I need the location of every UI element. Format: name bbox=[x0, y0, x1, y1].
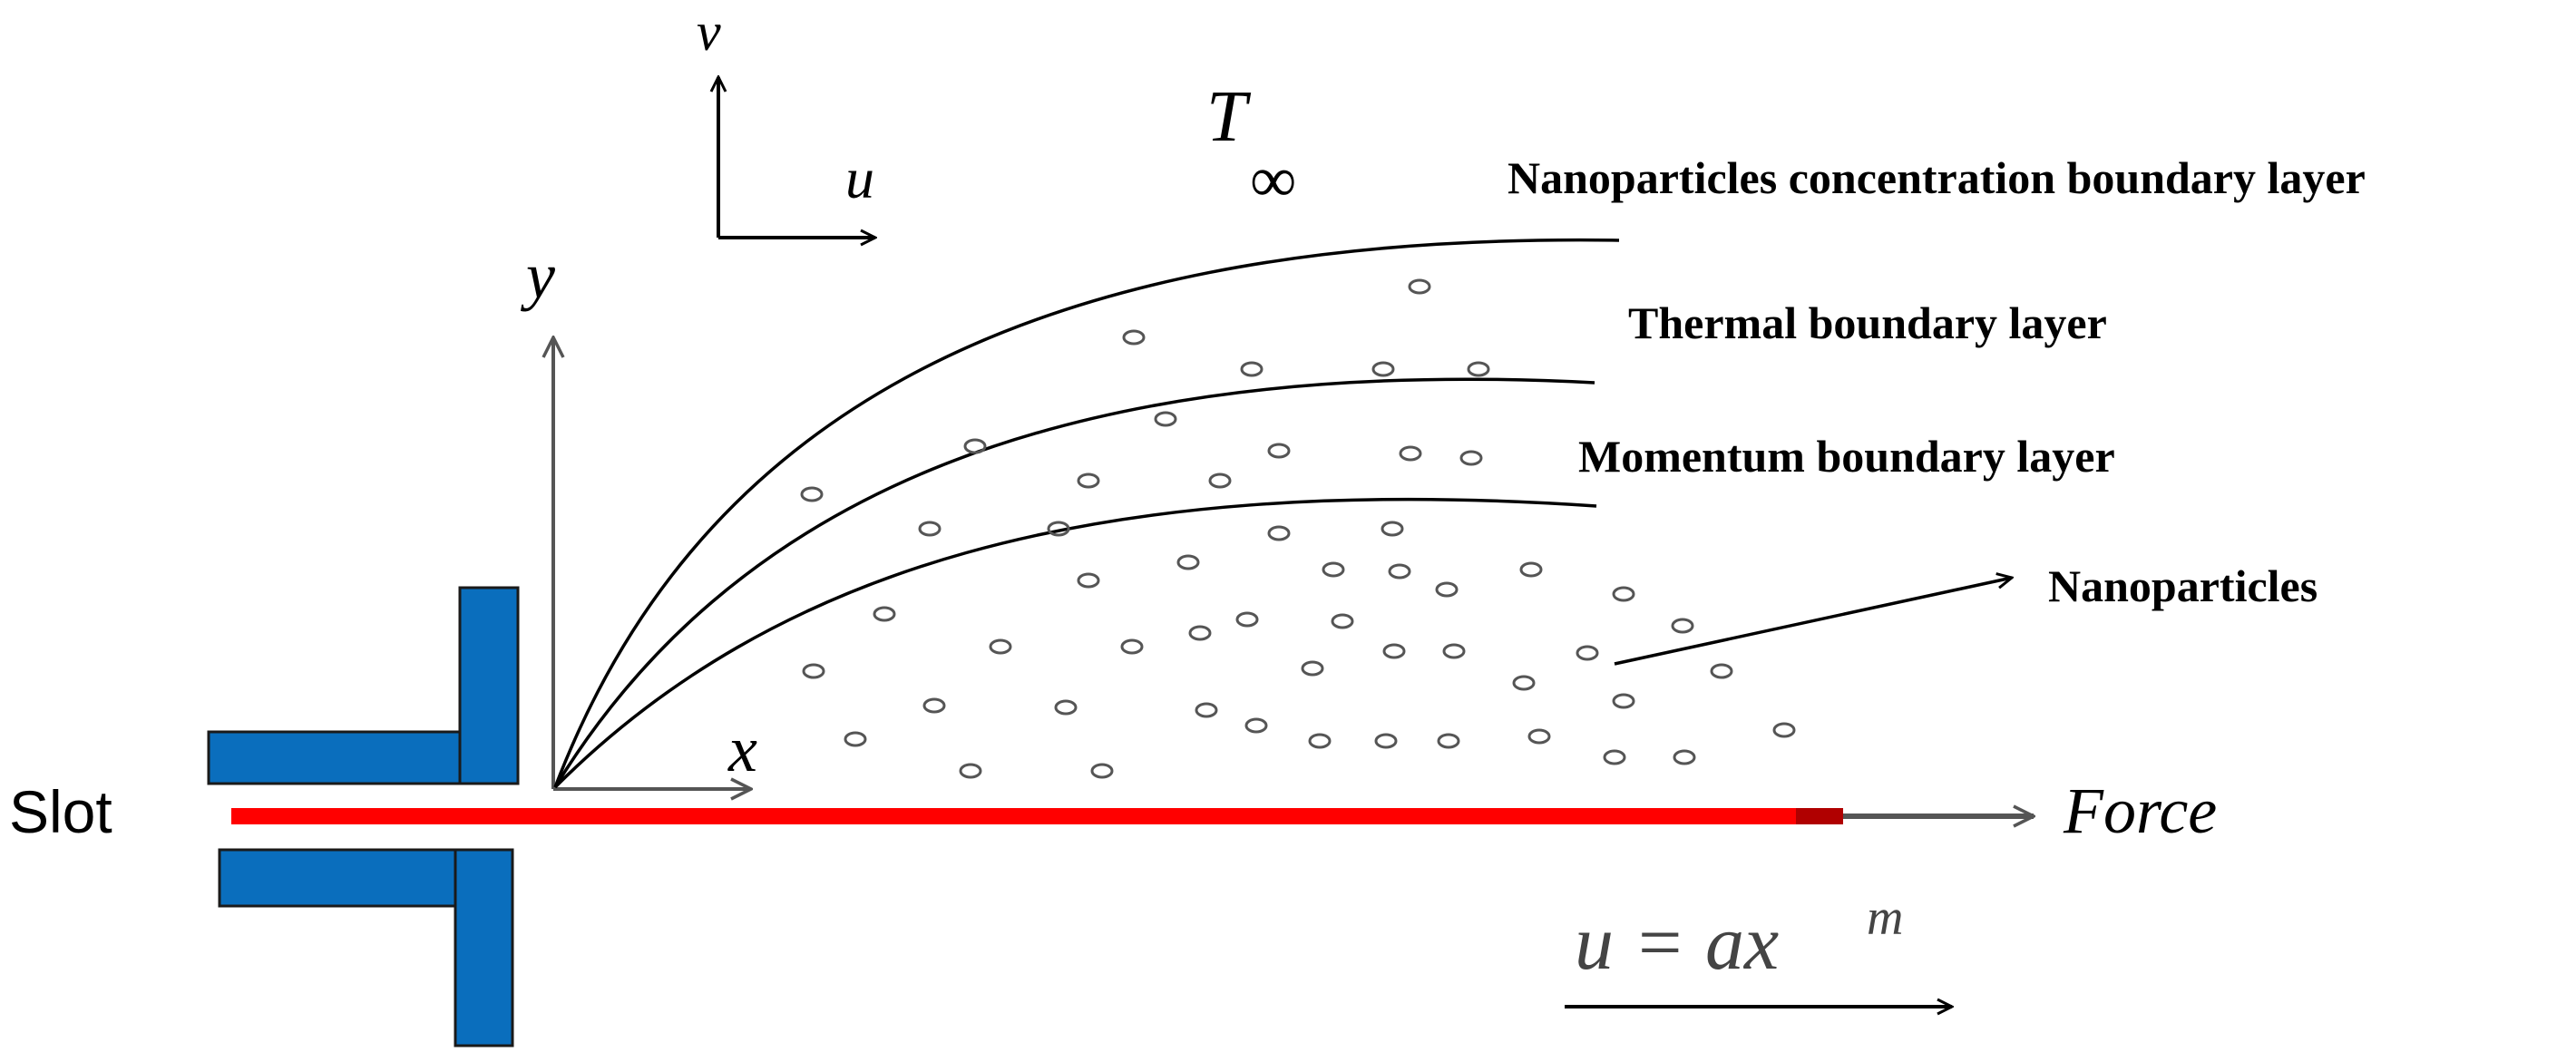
t-infinity-label: T bbox=[1206, 77, 1252, 157]
nanoparticle bbox=[1612, 586, 1635, 602]
nanoparticle bbox=[1671, 618, 1694, 634]
nanoparticles-label: Nanoparticles bbox=[2048, 560, 2317, 611]
nanoparticle bbox=[1459, 450, 1483, 466]
nanoparticle bbox=[1077, 572, 1100, 589]
nanoparticle bbox=[1188, 625, 1212, 641]
slot-upper-horizontal-block bbox=[207, 730, 462, 785]
velocity-equation-base: u = ax bbox=[1575, 899, 1779, 986]
nanoparticle bbox=[800, 486, 824, 502]
slot-lower-vertical-block bbox=[454, 848, 514, 1047]
nanoparticle bbox=[1612, 693, 1635, 709]
nanoparticle bbox=[1467, 361, 1490, 377]
axis-v-label: v bbox=[697, 2, 721, 62]
nanoparticle bbox=[922, 697, 946, 714]
slot-upper-vertical-block bbox=[458, 586, 520, 785]
uv-reference-axes bbox=[718, 77, 875, 238]
nanoparticle bbox=[1435, 581, 1459, 598]
nanoparticle bbox=[1519, 561, 1543, 578]
nanoparticle bbox=[1208, 473, 1232, 489]
slot-blocks bbox=[207, 586, 520, 1047]
nanoparticle bbox=[1603, 749, 1626, 765]
nanoparticles-pointer-arrow bbox=[1614, 578, 2012, 666]
nanoparticle bbox=[1381, 521, 1404, 537]
nanoparticles-group bbox=[800, 278, 1796, 779]
axis-u-label: u bbox=[845, 146, 874, 210]
nanoparticle bbox=[1244, 717, 1268, 734]
nanoparticle bbox=[1301, 660, 1324, 677]
sheet-end-dark bbox=[1796, 808, 1843, 824]
nanoparticle bbox=[1576, 645, 1599, 661]
nanoparticle bbox=[1240, 361, 1264, 377]
momentum-boundary-curve bbox=[553, 497, 1597, 789]
nanoparticle bbox=[1527, 728, 1551, 745]
concentration-layer-label: Nanoparticles concentration boundary lay… bbox=[1508, 152, 2366, 203]
nanoparticle bbox=[1437, 733, 1460, 749]
nanoparticle bbox=[1371, 361, 1395, 377]
nanoparticle bbox=[844, 731, 867, 747]
nanoparticle bbox=[1090, 763, 1114, 779]
stretching-sheet bbox=[231, 808, 1796, 824]
nanoparticle bbox=[1054, 699, 1078, 716]
momentum-layer-label: Momentum boundary layer bbox=[1578, 431, 2115, 482]
nanoparticle bbox=[1382, 643, 1406, 659]
nanoparticle bbox=[1267, 525, 1291, 541]
nanoparticle bbox=[1322, 561, 1345, 578]
thermal-layer-label: Thermal boundary layer bbox=[1628, 297, 2107, 348]
nanoparticle bbox=[989, 638, 1012, 655]
force-label: Force bbox=[2063, 775, 2217, 847]
nanoparticle bbox=[1442, 643, 1466, 659]
nanoparticle bbox=[1399, 445, 1422, 462]
nanoparticle bbox=[1235, 611, 1259, 628]
nanoparticle bbox=[1047, 521, 1070, 537]
nanoparticle bbox=[802, 663, 825, 679]
concentration-boundary-curve bbox=[553, 238, 1620, 788]
xy-axes bbox=[553, 337, 751, 789]
nanoparticle bbox=[1408, 278, 1431, 295]
nanoparticle bbox=[1388, 563, 1411, 580]
nanoparticle bbox=[1120, 638, 1144, 655]
nanoparticle bbox=[1267, 443, 1291, 459]
slot-label: Slot bbox=[9, 778, 112, 845]
nanoparticle bbox=[1176, 554, 1200, 570]
nanoparticle bbox=[1374, 733, 1398, 749]
nanoparticle bbox=[1772, 722, 1796, 738]
thermal-boundary-curve bbox=[553, 377, 1595, 788]
nanoparticle bbox=[1331, 613, 1354, 629]
nanoparticle bbox=[959, 763, 982, 779]
velocity-equation: u = ax bbox=[1575, 899, 1779, 986]
velocity-equation-exponent: m bbox=[1867, 890, 1903, 946]
nanoparticle bbox=[1195, 702, 1218, 718]
nanoparticle bbox=[1122, 329, 1146, 346]
nanoparticle bbox=[1154, 411, 1177, 427]
t-infinity-subscript: ∞ bbox=[1250, 143, 1296, 216]
nanoparticle bbox=[1077, 473, 1100, 489]
nanoparticle bbox=[1308, 733, 1332, 749]
slot-lower-horizontal-block bbox=[218, 848, 468, 908]
nanoparticle bbox=[918, 521, 942, 537]
nanoparticle bbox=[1512, 675, 1536, 691]
nanoparticle bbox=[873, 606, 896, 622]
nanoparticle bbox=[963, 438, 987, 454]
nanoparticle bbox=[1710, 663, 1733, 679]
nanoparticle bbox=[1673, 749, 1696, 765]
axis-y-label: y bbox=[520, 239, 555, 312]
axis-x-label: x bbox=[727, 713, 757, 785]
